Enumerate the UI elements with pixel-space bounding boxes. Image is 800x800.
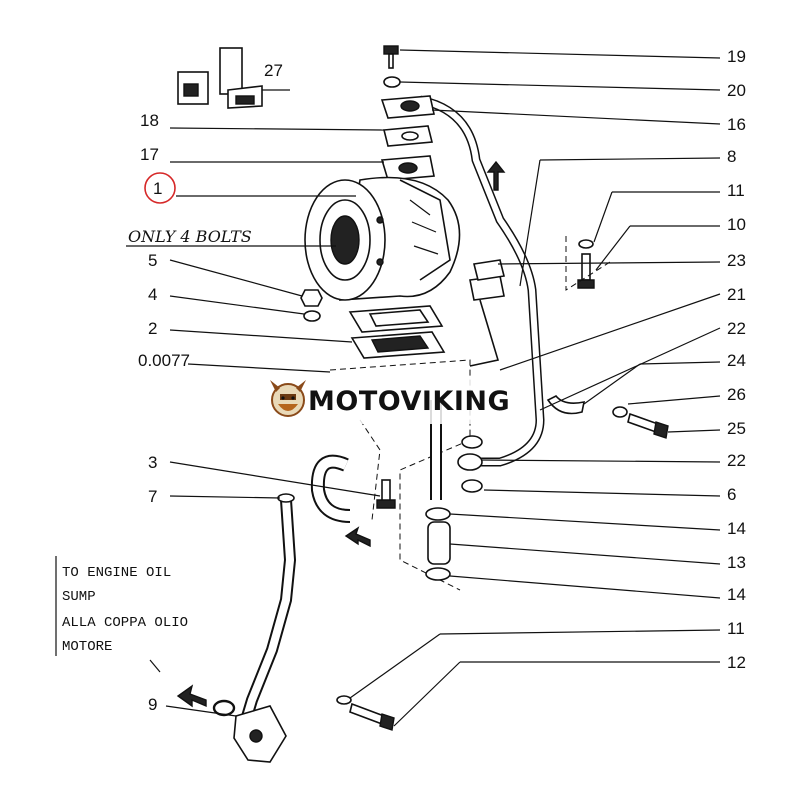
- gasket-2: [350, 331, 446, 359]
- oil-note-line-1: TO ENGINE OIL: [62, 565, 171, 581]
- washer-22-lower: [461, 479, 483, 493]
- watermark: MOTOVIKING: [262, 376, 530, 424]
- flange-bottom: [233, 705, 287, 763]
- bolt-19: [383, 45, 399, 69]
- callout-25: 25: [727, 419, 746, 438]
- callout-22-upper: 22: [727, 319, 746, 338]
- leader-lines: [55, 49, 721, 727]
- washer-4: [303, 310, 321, 322]
- bolt-3: [376, 479, 396, 509]
- callout-0077: 0.0077: [138, 351, 190, 370]
- hose-clamp-14-lower: [425, 567, 451, 581]
- flange-plate: [348, 305, 444, 333]
- clip-24: [546, 394, 586, 415]
- callout-1: 1: [153, 179, 162, 198]
- callout-3: 3: [148, 453, 157, 472]
- callout-11-upper: 11: [727, 181, 745, 200]
- viking-logo-icon: [270, 380, 306, 417]
- support-bracket: [469, 259, 505, 367]
- callout-21: 21: [727, 285, 746, 304]
- callout-23: 23: [727, 251, 746, 270]
- washer-20: [383, 76, 401, 88]
- gasket-18: [382, 125, 434, 147]
- callout-24: 24: [727, 351, 746, 370]
- callout-5: 5: [148, 251, 157, 270]
- callout-16: 16: [727, 115, 746, 134]
- hose-13: [427, 521, 451, 565]
- bolt-10: [577, 253, 595, 289]
- callout-27: 27: [264, 61, 283, 80]
- hose-clamp-14-upper: [425, 507, 451, 521]
- flow-arrow-bottom: [176, 684, 207, 708]
- nut-5: [300, 289, 323, 307]
- flow-arrow-up: [486, 160, 506, 191]
- oil-note-line-2: SUMP: [62, 589, 96, 605]
- callout-18: 18: [140, 111, 159, 130]
- flange-16: [380, 95, 435, 119]
- callout-13: 13: [727, 553, 746, 572]
- oil-note-line-4: MOTORE: [62, 639, 112, 655]
- callout-26: 26: [727, 385, 746, 404]
- callout-11-lower: 11: [727, 619, 745, 638]
- callout-6: 6: [727, 485, 736, 504]
- callout-14-upper: 14: [727, 519, 746, 538]
- washer-22-upper: [461, 435, 483, 449]
- bolt-25: [627, 412, 669, 439]
- callout-7: 7: [148, 487, 157, 506]
- o-ring: [212, 699, 236, 717]
- turbocharger-1: [304, 176, 461, 301]
- callout-19: 19: [727, 47, 746, 66]
- callout-17: 17: [140, 145, 159, 164]
- callout-2: 2: [148, 319, 157, 338]
- tool-set-drawing: [177, 47, 263, 109]
- callout-9: 9: [148, 695, 157, 714]
- oil-sump-note: TO ENGINE OIL SUMP ALLA COPPA OLIO MOTOR…: [62, 565, 188, 655]
- flange-17: [380, 155, 435, 181]
- washer-26: [612, 406, 628, 418]
- bolt-12: [349, 702, 395, 731]
- callout-20: 20: [727, 81, 746, 100]
- flow-arrow-left: [344, 526, 371, 548]
- callout-14-lower: 14: [727, 585, 746, 604]
- callout-22-lower: 22: [727, 451, 746, 470]
- highlight-circle: [144, 172, 176, 204]
- callout-10: 10: [727, 215, 746, 234]
- callout-12: 12: [727, 653, 746, 672]
- watermark-text: MOTOVIKING: [308, 386, 510, 417]
- banjo-fitting: [457, 453, 483, 471]
- washer-11-lower: [336, 695, 352, 705]
- oil-note-line-3: ALLA COPPA OLIO: [62, 615, 188, 631]
- handwritten-note: ONLY 4 BOLTS: [128, 227, 252, 246]
- washer-11-upper: [578, 239, 594, 249]
- callout-4: 4: [148, 285, 157, 304]
- callout-8: 8: [727, 147, 736, 166]
